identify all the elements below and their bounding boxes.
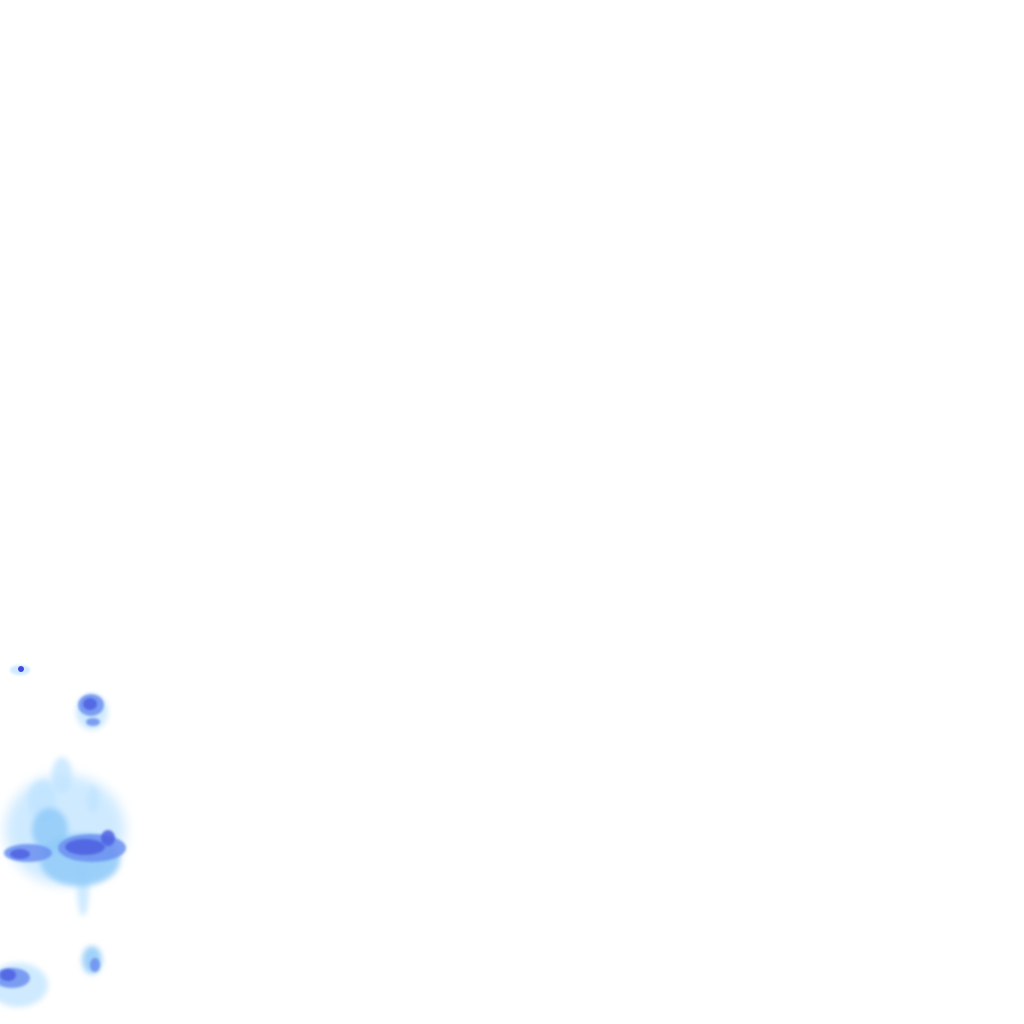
radar-echo-main-cluster — [4, 757, 126, 916]
radar-echo-cell-north — [76, 694, 108, 730]
radar-echo-small-cell — [10, 665, 30, 675]
radar-echo-cell-east — [82, 946, 102, 974]
radar-echo-cell-south — [0, 963, 48, 1007]
